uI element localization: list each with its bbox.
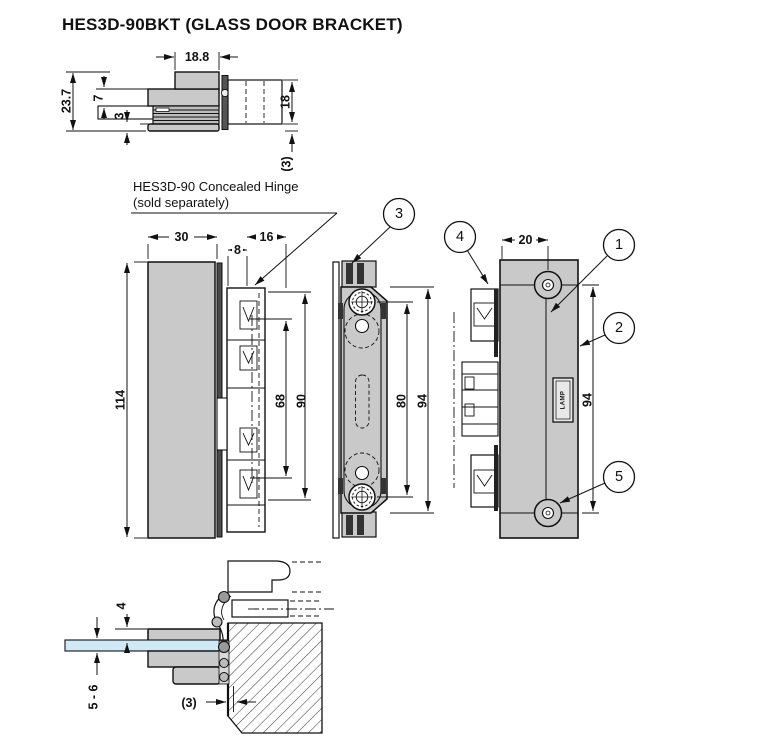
- dim-body-span: 90: [294, 394, 308, 408]
- dim-screw-edge-offset: 20: [519, 233, 533, 247]
- callout-3-circle: [382, 197, 416, 231]
- bracket-bottom-plate: [147, 123, 220, 132]
- bottom-pin-hole: [354, 465, 370, 481]
- brand-badge-plate: [552, 377, 574, 423]
- dim-plate-edge: 4: [114, 602, 128, 609]
- plate-body: [340, 286, 388, 514]
- dim-bracket-depth: 16: [260, 230, 274, 244]
- dim-bottom-plate: 3: [112, 112, 126, 119]
- callout-1-number: 1: [615, 237, 623, 253]
- plate-side-bar: [332, 261, 340, 539]
- dim-glass-thickness: 5 - 6: [86, 684, 100, 709]
- callout-4-circle: [443, 220, 477, 254]
- front-view: 80 94: [332, 260, 434, 539]
- hinge-bottom-block: [470, 454, 499, 508]
- pivot-pin-3: [217, 640, 231, 654]
- hinge-edge-bottom: [494, 445, 498, 511]
- pivot-pin-2: [211, 616, 223, 628]
- callout-5-number: 5: [615, 469, 623, 485]
- dim-door-height: 114: [113, 390, 127, 410]
- shim-inset: [155, 107, 170, 112]
- hinge-note-line1: HES3D-90 Concealed Hinge: [133, 179, 298, 194]
- hinge-edge-bar: [221, 75, 229, 130]
- hinge-arm-lower: [231, 599, 289, 618]
- clamp-plate-inner: [147, 650, 221, 668]
- clamp-block: [172, 666, 221, 685]
- callout-3-number: 3: [395, 206, 403, 222]
- glass-pane-bottom-view: [64, 639, 229, 652]
- clamp-plate-outer: [147, 628, 221, 642]
- side-view: 30 8 16 114 68 90: [113, 230, 311, 539]
- bracket-tongue: [216, 397, 228, 451]
- dim-screw-pitch: 80: [394, 394, 408, 408]
- pivot-pin-1: [217, 590, 231, 604]
- mount-screw-1: [219, 658, 229, 668]
- callout-4-number: 4: [456, 229, 464, 245]
- back-view: LAMP 20 94: [453, 233, 599, 539]
- top-pin-hole: [354, 318, 370, 334]
- hinge-knuckle-stack: [461, 361, 499, 437]
- callout-2-number: 2: [615, 320, 623, 336]
- page-title: HES3D-90BKT (GLASS DOOR BRACKET): [62, 15, 403, 34]
- dim-total-height: 23.7: [59, 89, 73, 113]
- bracket-top-plate: [147, 88, 220, 107]
- wall-section-hatched: [227, 622, 323, 734]
- hinge-top-block: [470, 288, 499, 342]
- dim-back-height: 94: [580, 393, 594, 407]
- hinge-note: HES3D-90 Concealed Hinge (sold separatel…: [131, 179, 338, 286]
- brand-badge-text: LAMP: [561, 391, 567, 410]
- callout-2-circle: [602, 311, 636, 345]
- dim-frame-gap-top: (3): [279, 156, 293, 171]
- glass-door-panel: [147, 261, 216, 539]
- dim-plate-height: 94: [415, 394, 429, 408]
- dim-frame-height: 18: [278, 95, 292, 109]
- dim-screw-span: 68: [273, 394, 287, 408]
- hinge-edge-top: [494, 289, 498, 357]
- door-frame-top-view: [227, 79, 283, 125]
- dim-frame-gap-bottom: (3): [181, 696, 196, 710]
- dim-hinge-offset: 8: [234, 243, 241, 257]
- center-slot: [355, 374, 370, 429]
- callouts: 3 4 1 2 5: [351, 197, 636, 504]
- mount-screw-2: [219, 672, 229, 682]
- callout-1-circle: [602, 228, 636, 262]
- bottom-section-view: 4 5 - 6 (3): [64, 560, 334, 734]
- top-section-view: 18.8 23.7 7 3 18 (3): [59, 50, 298, 172]
- hinge-arm-upper: [227, 560, 291, 593]
- bracket-top-block: [174, 71, 220, 90]
- dim-door-width: 30: [175, 230, 189, 244]
- dim-bracket-width: 18.8: [185, 50, 209, 64]
- callout-5-circle: [602, 460, 636, 494]
- hinge-note-leader: [254, 212, 338, 286]
- hinge-note-line2: (sold separately): [133, 195, 229, 210]
- dim-glass-inset: 7: [91, 94, 105, 101]
